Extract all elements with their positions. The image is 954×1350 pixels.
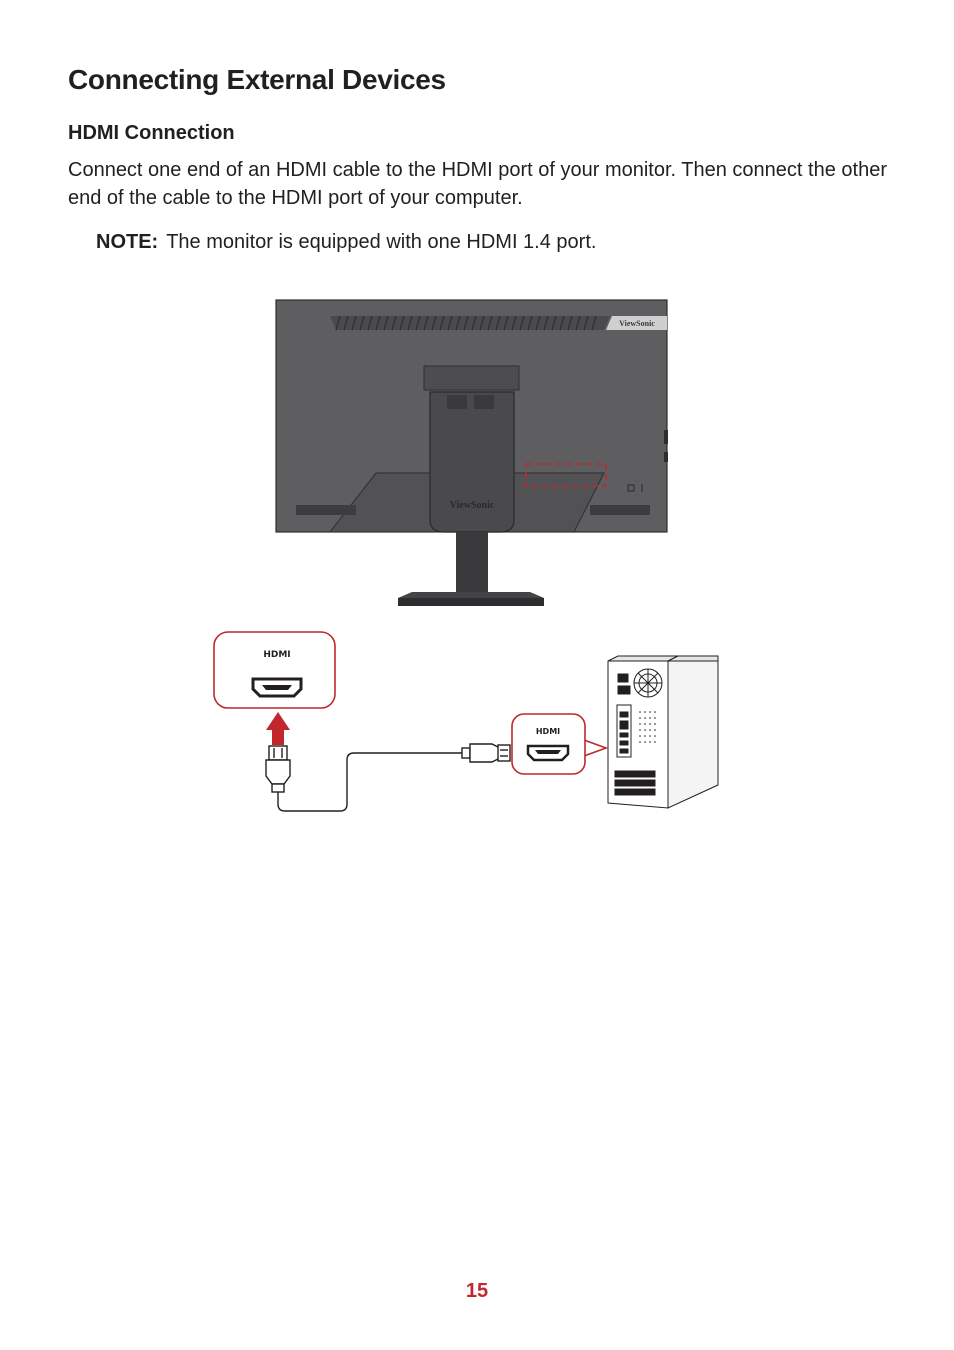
hdmi-port-highlight: [525, 463, 607, 487]
brand-top: ViewSonic: [619, 319, 655, 328]
page-title: Connecting External Devices: [68, 64, 446, 95]
note-label: NOTE:: [96, 231, 159, 253]
hdmi-connection-diagram: ViewSonic ViewSonic HDMI: [213, 299, 719, 812]
instruction-paragraph: Connect one end of an HDMI cable to the …: [68, 159, 887, 209]
hdmi-logo-monitor: HDMI: [263, 650, 290, 660]
hdmi-cable: [265, 743, 511, 812]
hdmi-logo-pc: HDMI: [536, 727, 560, 736]
brand-stand: ViewSonic: [450, 500, 495, 511]
section-heading: HDMI Connection: [68, 122, 235, 144]
computer-tower: [607, 655, 719, 809]
monitor-back: ViewSonic ViewSonic: [275, 299, 668, 606]
monitor-hdmi-callout: HDMI: [213, 631, 336, 709]
note: NOTE: The monitor is equipped with one HD…: [96, 228, 596, 256]
pc-hdmi-callout: HDMI: [511, 713, 609, 775]
page-number: 15: [465, 1280, 489, 1302]
note-text: The monitor is equipped with one HDMI 1.…: [166, 231, 597, 253]
insert-arrow-icon: [266, 712, 290, 745]
